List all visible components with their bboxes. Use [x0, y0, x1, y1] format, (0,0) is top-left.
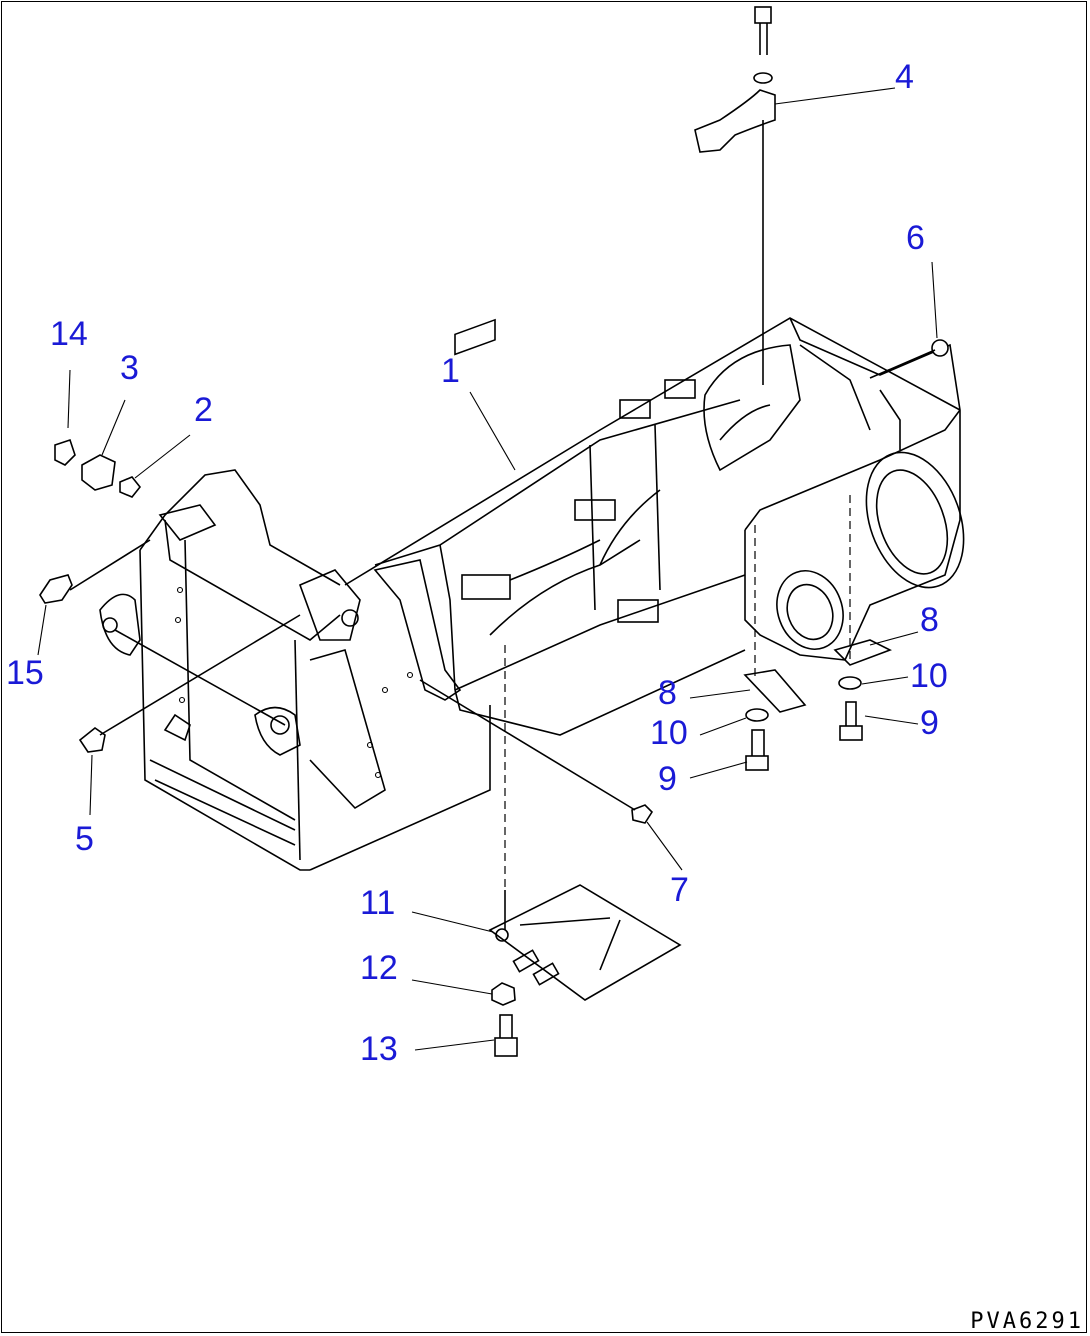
- center-lines: [69, 120, 936, 930]
- callout-5[interactable]: 5: [75, 820, 94, 858]
- callout-10-right[interactable]: 10: [910, 657, 948, 695]
- bottom-cover-plate-drawing: [488, 884, 682, 1001]
- callout-9-left[interactable]: 9: [658, 760, 677, 798]
- small-parts-drawing: [39, 6, 949, 1057]
- callout-4[interactable]: 4: [895, 58, 914, 96]
- callout-8-right[interactable]: 8: [920, 601, 939, 639]
- callout-13[interactable]: 13: [360, 1030, 398, 1068]
- main-frame-drawing: [99, 317, 965, 871]
- callout-7[interactable]: 7: [670, 871, 689, 909]
- callout-2[interactable]: 2: [194, 391, 213, 429]
- callout-3[interactable]: 3: [120, 349, 139, 387]
- callout-12[interactable]: 12: [360, 949, 398, 987]
- callout-8-left[interactable]: 8: [658, 674, 677, 712]
- callout-10-left[interactable]: 10: [650, 714, 688, 752]
- leader-lines: [37, 87, 938, 1051]
- callout-9-right[interactable]: 9: [920, 704, 939, 742]
- callout-6[interactable]: 6: [906, 219, 925, 257]
- drawing-code: PVA6291: [970, 1309, 1084, 1334]
- callout-1[interactable]: 1: [441, 352, 460, 390]
- callout-11[interactable]: 11: [360, 884, 396, 922]
- callout-15[interactable]: 15: [6, 654, 44, 692]
- callout-14[interactable]: 14: [50, 315, 88, 353]
